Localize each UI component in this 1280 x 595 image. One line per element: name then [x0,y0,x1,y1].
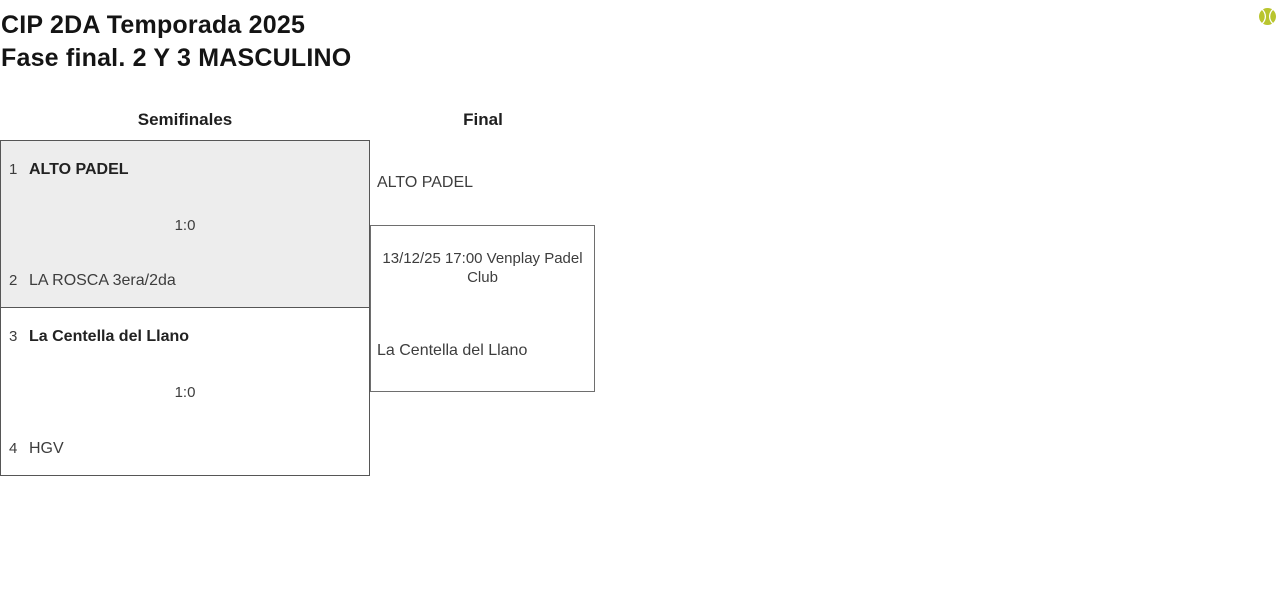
match-score: 1:0 [174,384,196,401]
round-header-semifinales: Semifinales [137,110,233,129]
round-header-final: Final [463,110,503,129]
final-match[interactable]: 13/12/25 17:00 Venplay Padel Club [370,225,595,392]
final-team-1: ALTO PADEL [377,174,474,191]
team-seed: 2 [9,272,18,289]
bracket: 1 ALTO PADEL 1:0 2 LA ROSCA 3era/2da 3 L… [0,140,596,476]
team-seed: 3 [9,328,18,345]
page-subtitle: Fase final. 2 Y 3 MASCULINO [1,44,352,72]
team-name: HGV [29,440,64,457]
page-header: CIP 2DA Temporada 2025 Fase final. 2 Y 3… [1,9,351,75]
padel-ball-icon [1259,8,1276,25]
team-name: LA ROSCA 3era/2da [29,272,176,289]
team-seed: 4 [9,440,18,457]
team-row-seed1: 1 ALTO PADEL [9,161,361,179]
team-seed: 1 [9,161,18,178]
final-match-info: 13/12/25 17:00 Venplay Padel Club [382,250,583,286]
team-row-seed4: 4 HGV [9,440,361,458]
semifinal-match-1[interactable]: 1 ALTO PADEL 1:0 2 LA ROSCA 3era/2da [0,140,370,308]
team-name: La Centella del Llano [29,328,190,345]
semifinal-match-2[interactable]: 3 La Centella del Llano 1:0 4 HGV [0,308,370,476]
team-name: ALTO PADEL [29,161,129,178]
page-title: CIP 2DA Temporada 2025 [1,11,306,39]
final-team-2: La Centella del Llano [377,342,528,359]
team-row-seed3: 3 La Centella del Llano [9,328,361,346]
team-row-seed2: 2 LA ROSCA 3era/2da [9,272,361,290]
match-score: 1:0 [174,217,196,234]
